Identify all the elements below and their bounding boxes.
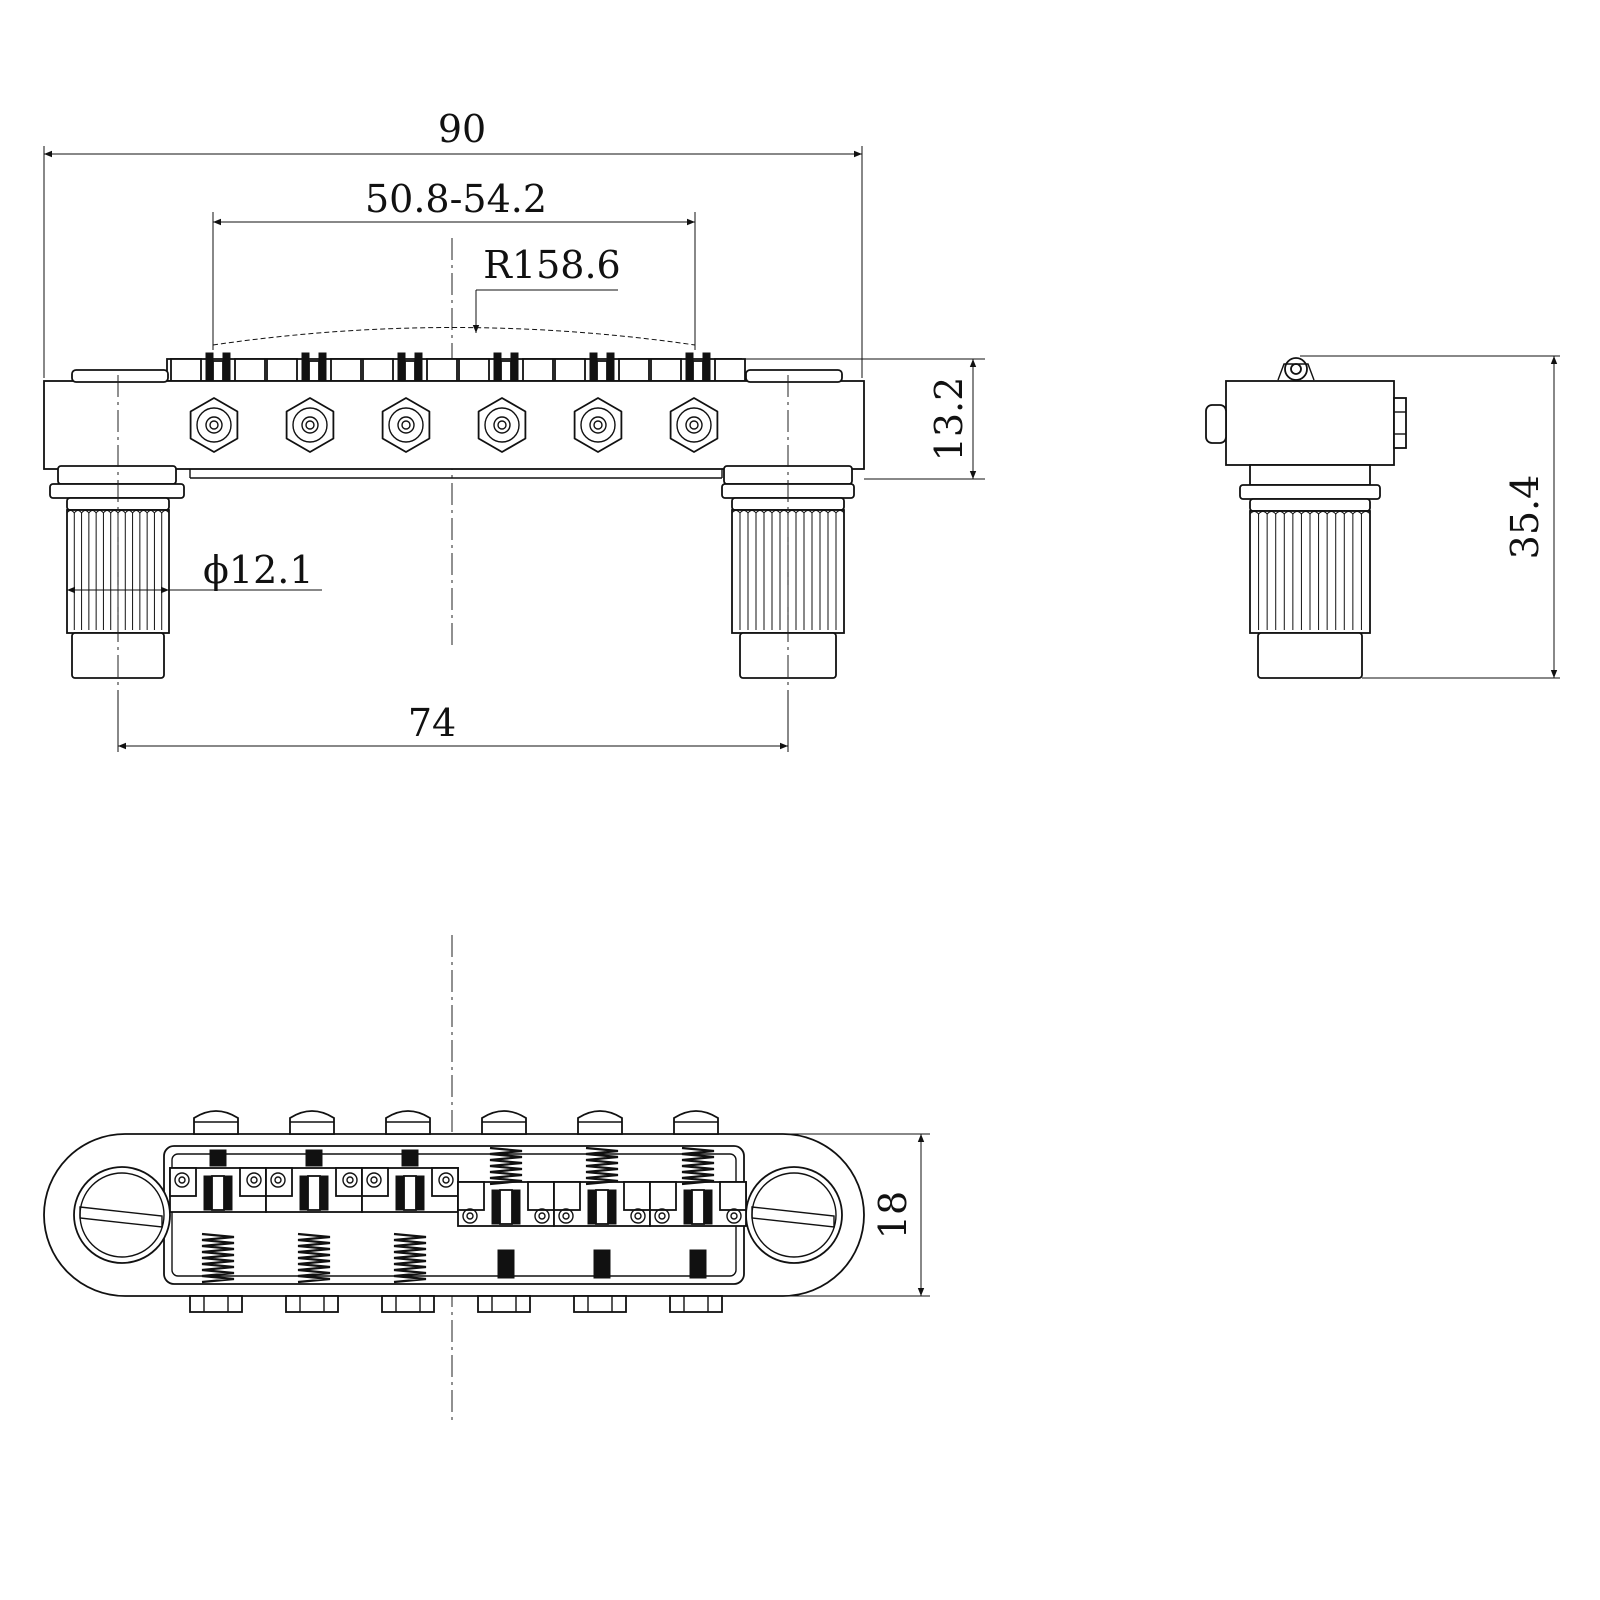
hex-screw	[573, 397, 623, 453]
left-post	[49, 465, 185, 679]
dim-depth: 18	[871, 1191, 915, 1239]
dim-side-height: 35.4	[1503, 475, 1547, 560]
dim-radius: R158.6	[483, 243, 620, 287]
hex-screw	[189, 397, 239, 453]
screw-head	[481, 1110, 527, 1135]
screw-nut	[381, 1295, 435, 1313]
right-post-screw	[745, 1166, 843, 1264]
front-view: 90 50.8-54.2 R158.6 13.2 ϕ12.1 74	[43, 107, 985, 752]
screw-nut	[573, 1295, 627, 1313]
screw-head	[577, 1110, 623, 1135]
hex-screw	[381, 397, 431, 453]
screw-head	[385, 1110, 431, 1135]
screw-head	[673, 1110, 719, 1135]
side-view: 35.4	[1205, 355, 1560, 679]
hex-screw	[477, 397, 527, 453]
intonation-screws	[189, 397, 719, 453]
saddle-row-plan	[169, 1146, 747, 1284]
screw-head	[193, 1110, 239, 1135]
hex-screw	[669, 397, 719, 453]
saddle-plan	[169, 1149, 267, 1284]
dim-overall-width: 90	[438, 107, 486, 151]
top-view: 18	[43, 935, 930, 1420]
dim-post-diameter: ϕ12.1	[203, 548, 314, 592]
intonation-screw-heads	[193, 1110, 719, 1135]
dim-post-spacing: 74	[408, 701, 456, 745]
dim-string-spread: 50.8-54.2	[365, 177, 547, 221]
left-post-screw	[73, 1166, 171, 1264]
screw-nut	[285, 1295, 339, 1313]
saddle-plan	[457, 1146, 555, 1279]
saddle-plan	[553, 1146, 651, 1279]
screw-nut	[669, 1295, 723, 1313]
hex-screw	[285, 397, 335, 453]
screw-head	[289, 1110, 335, 1135]
screw-nut	[189, 1295, 243, 1313]
dim-body-height: 13.2	[927, 377, 971, 462]
intonation-screw-nuts	[189, 1295, 723, 1313]
saddle-plan	[265, 1149, 363, 1284]
saddle-plan	[361, 1149, 459, 1284]
saddle-plan	[649, 1146, 747, 1279]
screw-nut	[477, 1295, 531, 1313]
